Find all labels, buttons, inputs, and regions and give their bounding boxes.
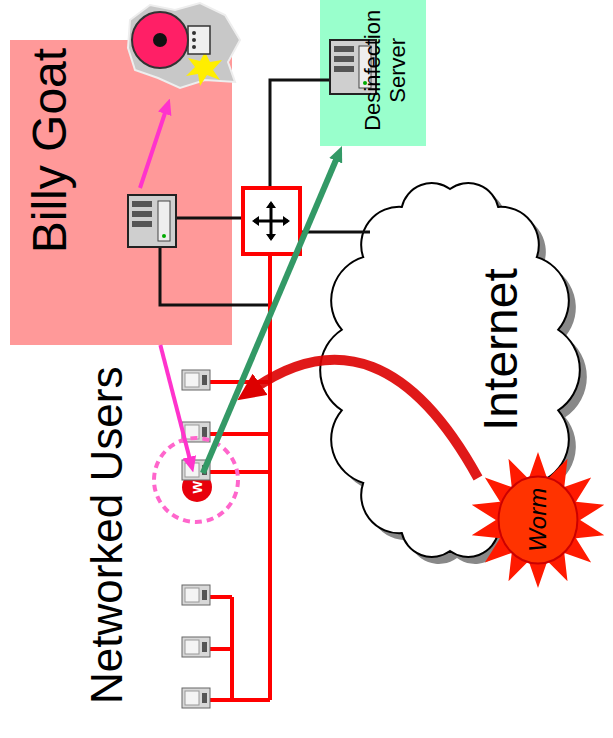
- bell-spark: [186, 52, 222, 86]
- pc-drive: [202, 693, 207, 703]
- computer-icon: [182, 637, 210, 657]
- alarm-arrow: [140, 110, 166, 188]
- flow-arrow: [203, 157, 337, 473]
- pc-screen: [185, 588, 199, 602]
- bell-burst: [128, 3, 240, 88]
- pc-case: [182, 370, 210, 390]
- pc-case: [182, 688, 210, 708]
- router-arrows: [254, 203, 288, 239]
- server-led: [162, 234, 166, 238]
- network-wire: [160, 80, 370, 305]
- router-arrowheads: [252, 201, 290, 241]
- bell-dot: [192, 45, 196, 49]
- monitor-panel: Billy Goat: [10, 40, 232, 345]
- star-core: [499, 476, 578, 563]
- pc-drive: [202, 590, 207, 600]
- worm-attack-arrow: [252, 360, 478, 478]
- server-case: [330, 40, 376, 94]
- node-label: Internet: [472, 267, 527, 434]
- server-icon: [330, 40, 376, 94]
- lan-wire: [210, 254, 270, 700]
- infection-ring: [154, 438, 238, 522]
- node-label: Desinfection Server: [360, 5, 411, 135]
- bell-dome: [132, 12, 188, 68]
- pc-case: [182, 585, 210, 605]
- alarm-bell: [128, 3, 240, 88]
- pc-screen: [185, 373, 199, 387]
- server-led: [363, 81, 367, 85]
- pc-drive: [202, 427, 207, 437]
- pc-screen: [185, 463, 199, 477]
- server-slot: [334, 66, 354, 72]
- pc-case: [182, 637, 210, 657]
- pc-drive: [202, 642, 207, 652]
- router-symbol: [243, 188, 300, 254]
- bell-clapper: [153, 33, 167, 47]
- server-panel: [158, 201, 170, 241]
- worm-star: Worm: [468, 450, 608, 590]
- computer-icon: [182, 585, 210, 605]
- bell-dot: [192, 31, 196, 35]
- bell-dot: [192, 38, 196, 42]
- computer-icon: [182, 688, 210, 708]
- server-case: [128, 195, 176, 247]
- bell-mount: [188, 26, 210, 54]
- flow-arrow: [160, 345, 190, 461]
- computer-icons: [182, 370, 210, 708]
- group-label: Networked Users: [83, 366, 134, 703]
- computer-icon: [182, 370, 210, 390]
- pc-screen: [185, 640, 199, 654]
- pc-screen: [185, 691, 199, 705]
- pc-drive: [202, 375, 207, 385]
- star-spikes: [472, 452, 605, 588]
- server-slot: [132, 201, 152, 207]
- server-panel: [359, 46, 371, 88]
- node-label: w: [188, 481, 206, 493]
- server-slot: [132, 211, 152, 217]
- server-icon: [128, 195, 176, 247]
- node-label: Worm: [524, 488, 552, 552]
- router-box: [243, 188, 300, 254]
- server-slot: [334, 46, 354, 52]
- cloud-outline: [320, 183, 580, 557]
- server-slot: [132, 221, 152, 227]
- node-label: Billy Goat: [22, 48, 77, 253]
- server-slot: [334, 56, 354, 62]
